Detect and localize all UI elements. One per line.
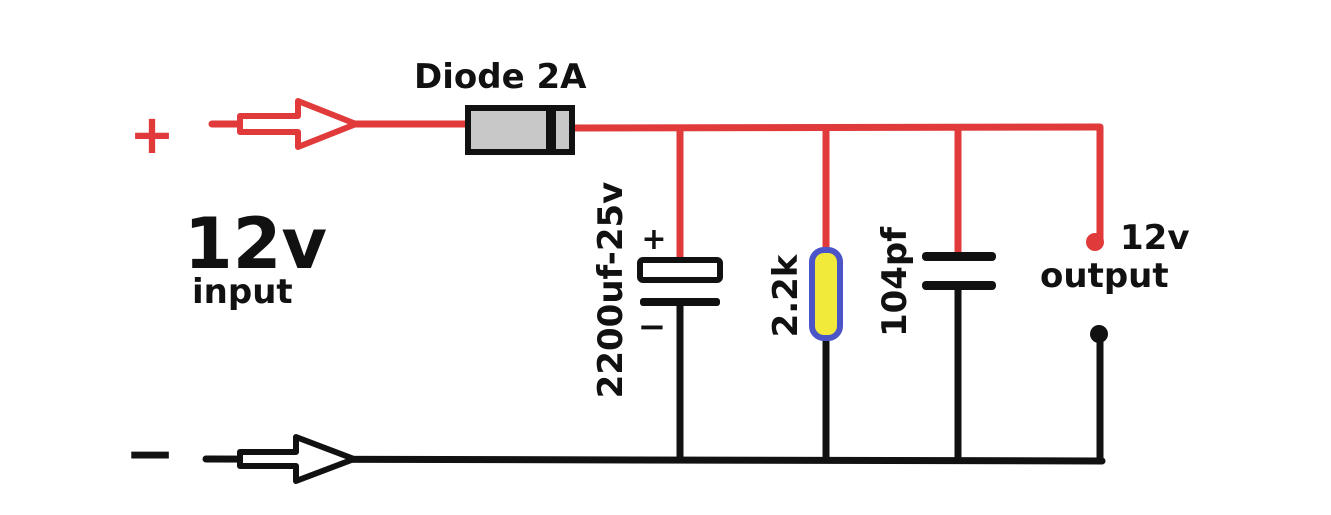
diode-label: Diode 2A [414,57,587,97]
positive-input-arrow-icon [237,98,359,150]
polarity-plus-label: + [129,103,174,166]
resistor-value-label: 2.2k [766,253,806,337]
diode-cathode-band [546,108,556,152]
input-voltage-label: 12v [184,203,327,285]
ceramic-capacitor-symbol [922,252,996,290]
diode-symbol [465,105,575,155]
capacitor2-value-label: 104pf [875,226,915,337]
output-positive-terminal [1086,233,1104,251]
output-voltage-label: 12v [1120,218,1189,258]
positive-bus-wire [566,123,1104,132]
output-label: output [1040,256,1169,296]
negative-input-arrow-icon [237,434,357,484]
capacitor1-plus-label: + [641,222,666,257]
electrolytic-capacitor-symbol [637,257,723,306]
capacitor1-value-label: 2200uf-25v [591,182,631,399]
resistor-symbol [809,247,843,341]
input-label: input [192,272,293,312]
capacitor1-minus-label: − [638,307,667,347]
polarity-minus-label: − [125,419,175,489]
output-negative-terminal [1090,325,1108,343]
